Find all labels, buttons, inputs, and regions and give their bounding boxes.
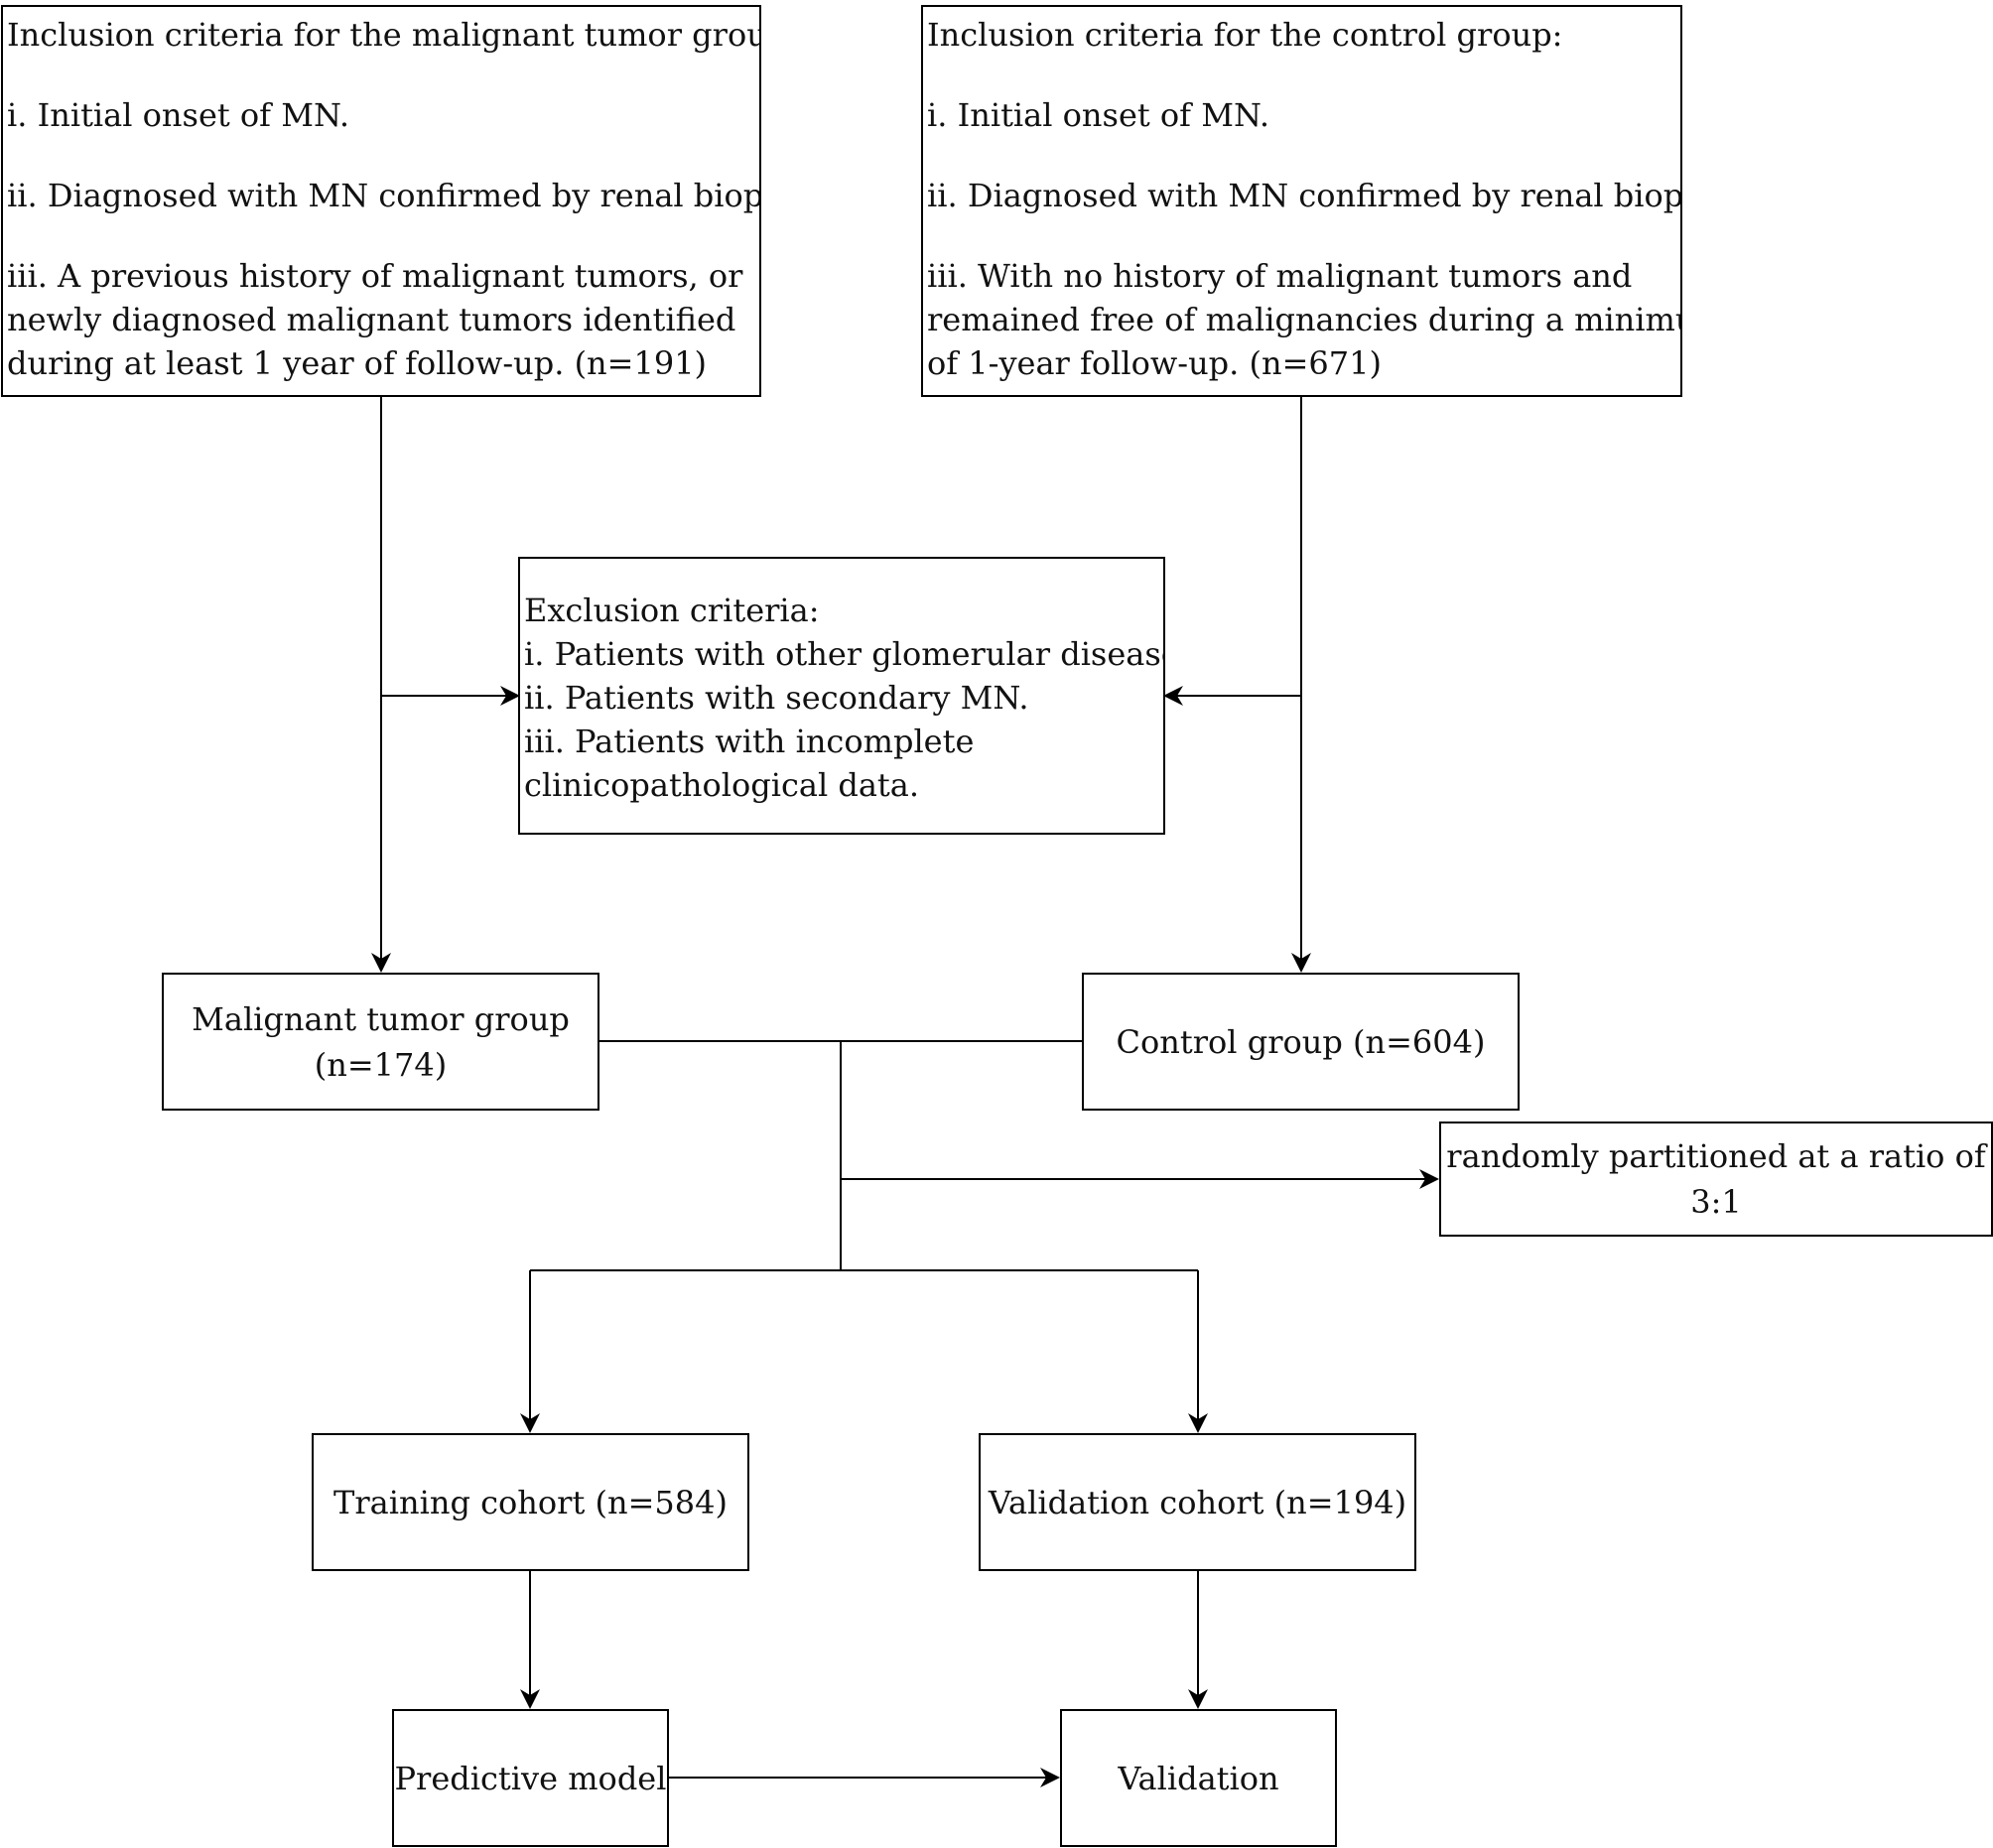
malignant-group-label: Malignant tumor group <box>192 999 570 1038</box>
predictive-model-label: Predictive model <box>394 1759 667 1797</box>
inclusion-criteria-control-box: Inclusion criteria for the control group… <box>921 5 1682 397</box>
exclusion-item-1: i. Patients with other glomerular diseas… <box>524 635 1165 673</box>
partition-note-line-2: 3:1 <box>1690 1183 1742 1221</box>
inclusion-control-heading: Inclusion criteria for the control group… <box>927 16 1563 54</box>
control-group-label: Control group (n=604) <box>1116 1022 1486 1061</box>
malignant-group-count: (n=174) <box>314 1045 448 1084</box>
inclusion-criteria-malignant-box: Inclusion criteria for the malignant tum… <box>1 5 761 397</box>
exclusion-item-2: ii. Patients with secondary MN. <box>524 679 1029 717</box>
exclusion-criteria-box: Exclusion criteria: i. Patients with oth… <box>518 557 1165 835</box>
inclusion-control-item-3-line-2: remained free of malignancies during a m… <box>927 301 1682 338</box>
validation-label: Validation <box>1118 1759 1279 1797</box>
partition-note-line-1: randomly partitioned at a ratio of <box>1446 1137 1986 1175</box>
predictive-model-box: Predictive model <box>392 1709 669 1847</box>
inclusion-malignant-item-3-line-3: during at least 1 year of follow-up. (n=… <box>7 344 708 382</box>
inclusion-control-item-3-line-3: of 1-year follow-up. (n=671) <box>927 344 1382 382</box>
inclusion-malignant-item-2: ii. Diagnosed with MN confirmed by renal… <box>7 177 761 214</box>
validation-cohort-label: Validation cohort (n=194) <box>988 1483 1407 1521</box>
exclusion-item-3-line-2: clinicopathological data. <box>524 766 920 804</box>
training-cohort-box: Training cohort (n=584) <box>312 1433 749 1571</box>
inclusion-malignant-item-3-line-2: newly diagnosed malignant tumors identif… <box>7 301 736 338</box>
control-group-box: Control group (n=604) <box>1082 973 1520 1111</box>
inclusion-malignant-heading: Inclusion criteria for the malignant tum… <box>7 16 761 54</box>
partition-note-box: randomly partitioned at a ratio of 3:1 <box>1439 1122 1993 1237</box>
inclusion-malignant-item-1: i. Initial onset of MN. <box>7 96 350 134</box>
training-cohort-label: Training cohort (n=584) <box>333 1483 728 1521</box>
exclusion-item-3-line-1: iii. Patients with incomplete <box>524 723 975 760</box>
inclusion-malignant-item-3-line-1: iii. A previous history of malignant tum… <box>7 257 743 295</box>
inclusion-control-item-3-line-1: iii. With no history of malignant tumors… <box>927 257 1633 295</box>
inclusion-control-item-1: i. Initial onset of MN. <box>927 96 1270 134</box>
malignant-tumor-group-box: Malignant tumor group (n=174) <box>162 973 599 1111</box>
exclusion-heading: Exclusion criteria: <box>524 592 820 629</box>
validation-cohort-box: Validation cohort (n=194) <box>979 1433 1416 1571</box>
validation-box: Validation <box>1060 1709 1337 1847</box>
inclusion-control-item-2: ii. Diagnosed with MN confirmed by renal… <box>927 177 1682 214</box>
